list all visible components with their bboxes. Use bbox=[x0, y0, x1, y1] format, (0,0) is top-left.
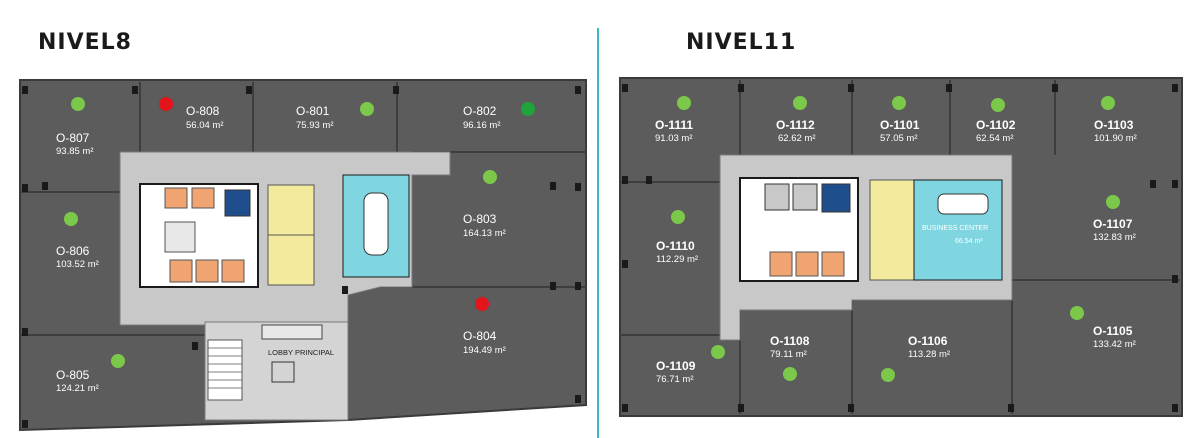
unit-o-1108-name: O-1108 bbox=[770, 334, 810, 348]
lobby-stair-steps bbox=[208, 347, 242, 389]
unit-o-1109-area: 76.71 m² bbox=[656, 374, 694, 385]
unit-o-1112-area: 62.62 m² bbox=[778, 133, 816, 144]
status-dot-o-808 bbox=[159, 97, 173, 111]
unit-o-803-name: O-803 bbox=[463, 212, 497, 226]
unit-o-1102-area: 62.54 m² bbox=[976, 133, 1014, 144]
status-dot-o-805 bbox=[111, 354, 125, 368]
elevator-bottom-2 bbox=[195, 259, 219, 283]
unit-o-1101-area: 57.05 m² bbox=[880, 133, 918, 144]
l11-elevator-bottom-3 bbox=[821, 251, 845, 277]
unit-o-801-area: 75.93 m² bbox=[296, 120, 334, 131]
status-dot-o-1108 bbox=[783, 367, 797, 381]
status-dot-o-1110 bbox=[671, 210, 685, 224]
unit-o-1110-name: O-1110 bbox=[656, 239, 695, 253]
status-dot-o-801 bbox=[360, 102, 374, 116]
freight-elevator bbox=[224, 189, 251, 217]
l11-elevator-bottom-1 bbox=[769, 251, 793, 277]
unit-o-1111-area: 91.03 m² bbox=[655, 133, 693, 144]
unit-o-802-name: O-802 bbox=[463, 104, 497, 118]
floor-plan-level-8: LOBBY PRINCIPAL bbox=[19, 79, 587, 432]
unit-o-1103-area: 101.90 m² bbox=[1094, 133, 1137, 144]
level-11-partitions bbox=[620, 80, 1180, 414]
unit-o-806-name: O-806 bbox=[56, 244, 90, 258]
status-dot-o-1107 bbox=[1106, 195, 1120, 209]
unit-o-1107-name: O-1107 bbox=[1093, 217, 1133, 231]
stair-core-8 bbox=[164, 221, 196, 253]
lobby-principal-label: LOBBY PRINCIPAL bbox=[268, 348, 334, 357]
unit-o-1111-name: O-1111 bbox=[655, 118, 693, 132]
status-dot-o-1109 bbox=[711, 345, 725, 359]
unit-o-805-name: O-805 bbox=[56, 368, 90, 382]
unit-o-807-name: O-807 bbox=[56, 131, 90, 145]
unit-o-808-name: O-808 bbox=[186, 104, 220, 118]
status-dot-o-1111 bbox=[677, 96, 691, 110]
elevator-top-1 bbox=[164, 187, 188, 209]
unit-o-1103-name: O-1103 bbox=[1094, 118, 1134, 132]
unit-o-804-name: O-804 bbox=[463, 329, 497, 343]
unit-o-1106-area: 113.28 m² bbox=[908, 349, 950, 360]
plans-divider bbox=[597, 28, 599, 438]
status-dot-o-1112 bbox=[793, 96, 807, 110]
status-dot-o-802 bbox=[521, 102, 535, 116]
l11-elevator-top-2 bbox=[792, 183, 818, 211]
unit-o-803-area: 164.13 m² bbox=[463, 228, 506, 239]
unit-o-806-area: 103.52 m² bbox=[56, 259, 99, 270]
status-dot-o-803 bbox=[483, 170, 497, 184]
status-dot-o-1101 bbox=[892, 96, 906, 110]
unit-o-1108-area: 79.11 m² bbox=[770, 349, 807, 360]
l11-freight-elevator bbox=[821, 183, 851, 213]
unit-o-1105-name: O-1105 bbox=[1093, 324, 1133, 338]
status-dot-o-1106 bbox=[881, 368, 895, 382]
elevator-bottom-3 bbox=[221, 259, 245, 283]
restrooms-level-11 bbox=[869, 179, 915, 281]
lobby-furniture bbox=[271, 361, 295, 383]
unit-o-1102-name: O-1102 bbox=[976, 118, 1016, 132]
status-dot-o-807 bbox=[71, 97, 85, 111]
status-dot-o-1102 bbox=[991, 98, 1005, 112]
meeting-table bbox=[363, 192, 389, 256]
status-dot-o-1105 bbox=[1070, 306, 1084, 320]
unit-o-808-area: 56.04 m² bbox=[186, 120, 224, 131]
level-8-partitions bbox=[20, 82, 586, 336]
business-center-area: 66.54 m² bbox=[955, 238, 983, 245]
unit-o-1105-area: 133.42 m² bbox=[1093, 339, 1136, 350]
unit-o-807-area: 93.85 m² bbox=[56, 146, 94, 157]
unit-o-1107-area: 132.83 m² bbox=[1093, 232, 1136, 243]
unit-o-1101-name: O-1101 bbox=[880, 118, 920, 132]
unit-o-1110-area: 112.29 m² bbox=[656, 254, 698, 265]
status-dot-o-1103 bbox=[1101, 96, 1115, 110]
unit-o-805-area: 124.21 m² bbox=[56, 383, 99, 394]
level-11-columns bbox=[622, 84, 1178, 412]
floor-plan-level-11: BUSINESS CENTER 66.54 m² O-1111 91.03 m²… bbox=[619, 77, 1183, 417]
lobby-desk bbox=[261, 324, 323, 340]
unit-o-802-area: 96.16 m² bbox=[463, 120, 501, 131]
l11-elevator-bottom-2 bbox=[795, 251, 819, 277]
unit-o-801-name: O-801 bbox=[296, 104, 330, 118]
elevator-top-2 bbox=[191, 187, 215, 209]
unit-o-1106-name: O-1106 bbox=[908, 334, 948, 348]
status-dot-o-804 bbox=[475, 297, 489, 311]
business-center-label: BUSINESS CENTER bbox=[922, 225, 988, 232]
lobby-stairs bbox=[207, 339, 243, 401]
level-8-title: NIVEL8 bbox=[38, 30, 132, 55]
level-11-title: NIVEL11 bbox=[686, 30, 797, 55]
elevator-bottom-1 bbox=[169, 259, 193, 283]
business-center-table bbox=[937, 193, 989, 215]
unit-o-1109-name: O-1109 bbox=[656, 359, 696, 373]
status-dot-o-806 bbox=[64, 212, 78, 226]
l11-elevator-top-1 bbox=[764, 183, 790, 211]
unit-o-804-area: 194.49 m² bbox=[463, 345, 506, 356]
unit-o-1112-name: O-1112 bbox=[776, 118, 815, 132]
level-8-columns bbox=[22, 86, 581, 428]
